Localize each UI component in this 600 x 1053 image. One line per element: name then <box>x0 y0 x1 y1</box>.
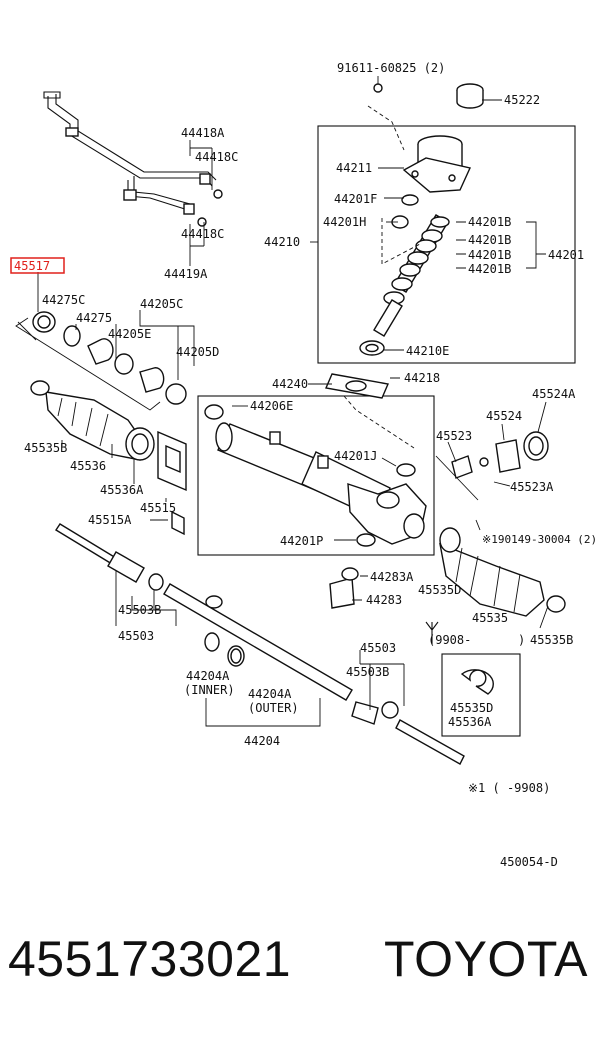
label-44419A[interactable]: 44419A <box>164 267 208 281</box>
highlight-box <box>10 257 65 274</box>
label-44201B-4[interactable]: 44201B <box>468 262 511 276</box>
label-45222[interactable]: 45222 <box>504 93 540 107</box>
label-45536A-inset[interactable]: 45536A <box>448 715 492 729</box>
pressure-pipes <box>43 91 223 227</box>
note-9908: ※1 ( -9908) <box>468 781 550 795</box>
label-45524A[interactable]: 45524A <box>532 387 576 401</box>
label-45535D-inset[interactable]: 45535D <box>450 701 493 715</box>
label-45517-highlighted[interactable]: 45517 <box>14 259 50 273</box>
label-44201[interactable]: 44201 <box>548 248 584 262</box>
label-44205E[interactable]: 44205E <box>108 327 151 341</box>
label-44201B-1[interactable]: 44201B <box>468 215 511 229</box>
parts-diagram: 91611-60825 (2) 45222 44418A 44418C 4441… <box>10 61 597 869</box>
label-44206E[interactable]: 44206E <box>250 399 293 413</box>
label-45523[interactable]: 45523 <box>436 429 472 443</box>
label-44211[interactable]: 44211 <box>336 161 372 175</box>
label-44418C-top[interactable]: 44418C <box>195 150 238 164</box>
label-44201F[interactable]: 44201F <box>334 192 377 206</box>
label-45535[interactable]: 45535 <box>472 611 508 625</box>
leader-lines <box>37 76 549 710</box>
label-44275C[interactable]: 44275C <box>42 293 85 307</box>
label-9908-range-close: ) <box>518 633 525 647</box>
label-45536[interactable]: 45536 <box>70 459 106 473</box>
rack-and-tie-rods <box>55 523 465 765</box>
label-44205C[interactable]: 44205C <box>140 297 183 311</box>
label-44240[interactable]: 44240 <box>272 377 308 391</box>
label-44204A-outer[interactable]: 44204A <box>248 687 292 701</box>
brand-name: TOYOTA <box>384 931 588 987</box>
diagram-reference: 450054-D <box>500 855 558 869</box>
label-45524[interactable]: 45524 <box>486 409 522 423</box>
rack-housing-assembly <box>197 373 435 556</box>
label-45535B-right[interactable]: 45535B <box>530 633 573 647</box>
label-45536A[interactable]: 45536A <box>100 483 144 497</box>
label-45515[interactable]: 45515 <box>140 501 176 515</box>
label-45503-right[interactable]: 45503 <box>360 641 396 655</box>
part-number: 4551733021 <box>8 931 292 987</box>
label-44210[interactable]: 44210 <box>264 235 300 249</box>
control-valve-assembly <box>310 83 576 364</box>
label-44201B-2[interactable]: 44201B <box>468 233 511 247</box>
label-9908-range: (9908- <box>428 633 471 647</box>
footer: 4551733021 TOYOTA <box>0 930 600 1010</box>
label-outer: (OUTER) <box>248 701 299 715</box>
left-boot-assembly <box>30 380 187 536</box>
label-45503B-right[interactable]: 45503B <box>346 665 389 679</box>
label-45515A[interactable]: 45515A <box>88 513 132 527</box>
label-45535B-left[interactable]: 45535B <box>24 441 67 455</box>
label-44204[interactable]: 44204 <box>244 734 280 748</box>
label-44418C-bottom[interactable]: 44418C <box>181 227 224 241</box>
label-44205D[interactable]: 44205D <box>176 345 219 359</box>
label-45503B-left[interactable]: 45503B <box>118 603 161 617</box>
label-45535D[interactable]: 45535D <box>418 583 461 597</box>
label-44201J[interactable]: 44201J <box>334 449 377 463</box>
label-190149-30004[interactable]: ※190149-30004 (2) <box>482 533 597 546</box>
label-44201P[interactable]: 44201P <box>280 534 323 548</box>
label-44218[interactable]: 44218 <box>404 371 440 385</box>
label-inner: (INNER) <box>184 683 235 697</box>
label-45503-left[interactable]: 45503 <box>118 629 154 643</box>
right-side-parts <box>329 431 566 737</box>
label-44283[interactable]: 44283 <box>366 593 402 607</box>
label-44418A[interactable]: 44418A <box>181 126 225 140</box>
label-44275[interactable]: 44275 <box>76 311 112 325</box>
label-44201H[interactable]: 44201H <box>323 215 366 229</box>
label-44283A[interactable]: 44283A <box>370 570 414 584</box>
label-91611-60825[interactable]: 91611-60825 (2) <box>337 61 445 75</box>
label-44204A-inner[interactable]: 44204A <box>186 669 230 683</box>
cylinder-end-parts <box>15 311 187 411</box>
label-44210E[interactable]: 44210E <box>406 344 449 358</box>
label-44201B-3[interactable]: 44201B <box>468 248 511 262</box>
label-45523A[interactable]: 45523A <box>510 480 554 494</box>
